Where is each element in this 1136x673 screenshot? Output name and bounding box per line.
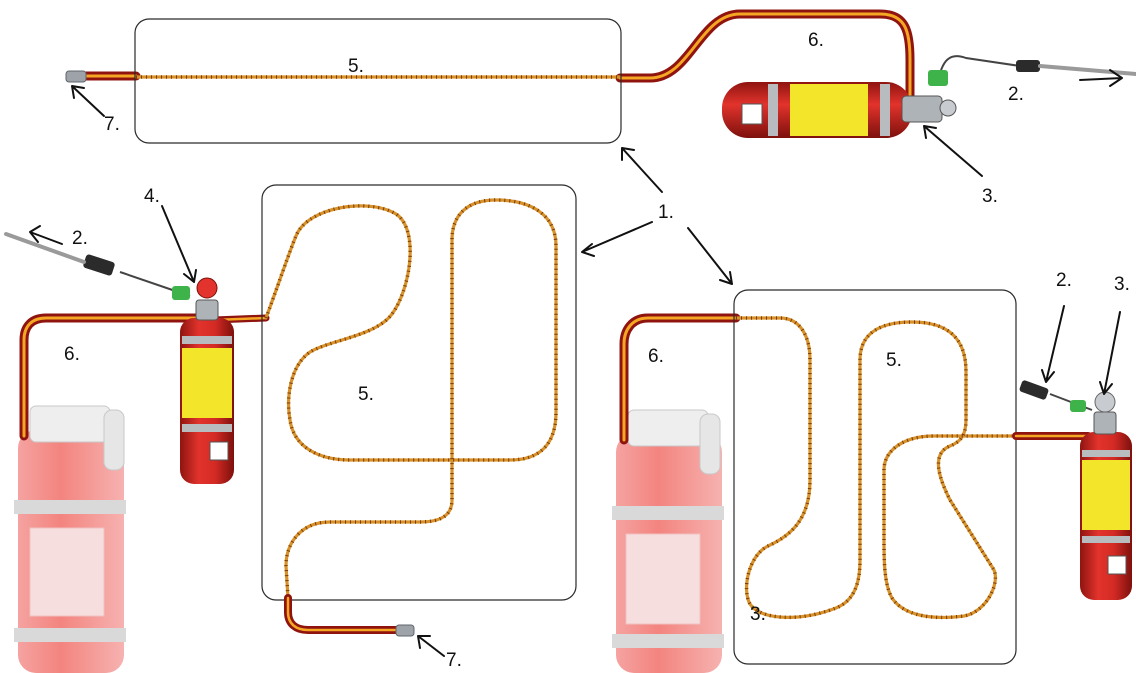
end-plug-left [395, 624, 415, 637]
label-7-left: 7. [446, 650, 462, 671]
extinguisher-top [722, 82, 957, 138]
right-installation [612, 289, 1132, 673]
label-4-left: 4. [144, 186, 160, 207]
arrow-4-left [161, 205, 197, 283]
supply-hose-right-stripe [622, 316, 738, 442]
label-2-left: 2. [72, 228, 88, 249]
label-1: 1. [658, 202, 674, 223]
label-5-left: 5. [358, 384, 374, 405]
callout-labels: 7. 5. 6. 2. 3. 1. 4. 2. 6. 5. 7. 6. 5. 3… [64, 30, 1130, 671]
frame-right [733, 289, 1017, 665]
arrow-7-top [71, 85, 105, 117]
arrow-2-right [1041, 305, 1065, 383]
label-6-top: 6. [808, 30, 824, 51]
supply-hose-top-stripe [618, 12, 912, 102]
extinguisher-right [1080, 391, 1132, 600]
label-6-right: 6. [648, 346, 664, 367]
extinguisher-left [180, 277, 234, 484]
pointer-arrows [71, 85, 1121, 657]
hose-stub-left-bottom [284, 594, 402, 634]
connector-left [83, 254, 115, 276]
large-cylinder-left [14, 405, 126, 673]
arrow-1-to-right-frame [687, 227, 733, 285]
label-3-top: 3. [982, 186, 998, 207]
connector-top [1016, 60, 1040, 72]
left-installation [4, 184, 577, 673]
label-3-right-inner: 3. [750, 604, 766, 625]
label-2-right: 2. [1056, 270, 1072, 291]
pressure-switch-top [928, 70, 948, 86]
label-5-top: 5. [348, 56, 364, 77]
arrow-3-right [1099, 311, 1121, 395]
detection-tube-left [264, 198, 558, 600]
frame-top [134, 18, 622, 144]
label-5-right: 5. [886, 350, 902, 371]
pressure-switch-right [1070, 400, 1086, 412]
arrow-1-to-left-frame [581, 221, 653, 257]
frame-left [261, 184, 577, 601]
detection-tube-right [734, 316, 1014, 620]
signal-cable-top [937, 55, 1021, 83]
signal-arrow-left [29, 225, 63, 245]
hose-stub-left-bottom-stripe [286, 596, 400, 632]
top-installation [65, 9, 1136, 144]
signal-arrow-top [1079, 69, 1123, 87]
connector-right [1019, 380, 1049, 400]
label-7-top: 7. [104, 114, 120, 135]
arrow-7-left [417, 635, 445, 657]
supply-hose-left-stripe [22, 316, 202, 438]
end-plug-top [65, 70, 87, 83]
label-2-top: 2. [1008, 84, 1024, 105]
large-cylinder-right [612, 409, 724, 673]
label-3-right: 3. [1114, 274, 1130, 295]
label-6-left: 6. [64, 344, 80, 365]
pressure-switch-left [172, 286, 190, 300]
arrow-3-top [923, 125, 983, 177]
arrow-1-to-top-frame [621, 147, 663, 193]
signal-line-left [4, 232, 86, 264]
signal-line-top [1038, 64, 1136, 76]
